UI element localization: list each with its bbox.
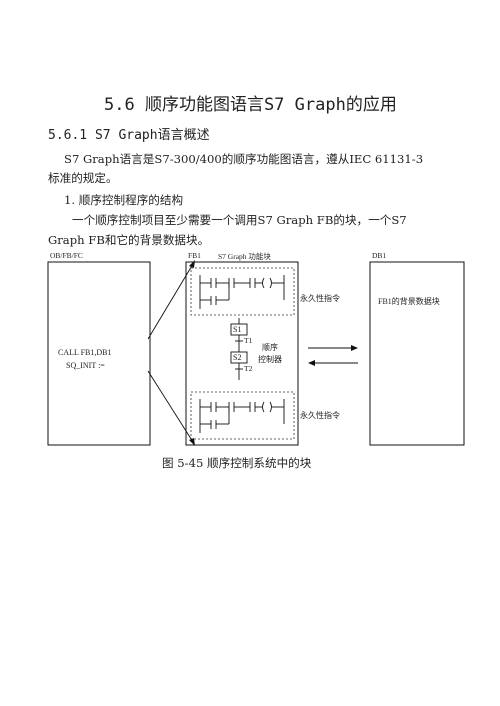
step-s2-label: S2 <box>233 353 242 362</box>
ob-block <box>47 261 151 446</box>
fb1-block <box>185 261 299 446</box>
arrow-call-up-head <box>189 260 195 268</box>
sequencer-label-1: 顺序 <box>262 343 278 352</box>
permanent-box-top <box>190 267 295 316</box>
paragraph-1-line-1: S7 Graph语言是S7-300/400的顺序功能图语言，遵从IEC 6113… <box>64 152 424 166</box>
db1-description: FB1的背景数据块 <box>378 297 440 306</box>
label-fb1-desc: S7 Graph 功能块 <box>218 252 271 261</box>
ladder-top <box>199 275 285 309</box>
db1-block <box>369 261 465 446</box>
arrow-call-up <box>147 263 194 340</box>
section-heading: 5.6 顺序功能图语言S7 Graph的应用 <box>104 95 397 115</box>
permanent-box-bottom <box>190 391 295 440</box>
call-statement: CALL FB1,DB1 <box>58 348 112 357</box>
transition-t2-label: T2 <box>244 364 253 373</box>
sq-init-parameter: SQ_INIT := <box>66 361 105 370</box>
arrow-from-db-head <box>308 360 315 366</box>
label-fb1: FB1 <box>188 251 201 260</box>
sequencer-label-2: 控制器 <box>258 355 282 364</box>
permanent-instruction-top: 永久性指令 <box>300 294 340 303</box>
label-db1: DB1 <box>372 251 387 260</box>
sequencer <box>230 318 248 380</box>
arrow-call-down <box>147 370 194 443</box>
arrow-call-down-head <box>189 438 195 446</box>
paragraph-1-line-2: 标准的规定。 <box>48 171 118 185</box>
subsection-heading: 5.6.1 S7 Graph语言概述 <box>48 128 210 143</box>
step-s1-label: S1 <box>233 325 242 334</box>
ladder-bottom <box>199 399 285 433</box>
permanent-instruction-bottom: 永久性指令 <box>300 411 340 420</box>
item-heading: 1. 顺序控制程序的结构 <box>64 193 184 207</box>
transition-t1-label: T1 <box>244 336 253 345</box>
paragraph-2-line-1: 一个顺序控制项目至少需要一个调用S7 Graph FB的块，一个S7 <box>72 213 407 227</box>
figure-caption: 图 5-45 顺序控制系统中的块 <box>162 456 312 470</box>
label-ob-fb-fc: OB/FB/FC <box>50 251 83 260</box>
arrow-to-db-head <box>351 345 358 351</box>
paragraph-2-line-2: Graph FB和它的背景数据块。 <box>48 233 210 247</box>
